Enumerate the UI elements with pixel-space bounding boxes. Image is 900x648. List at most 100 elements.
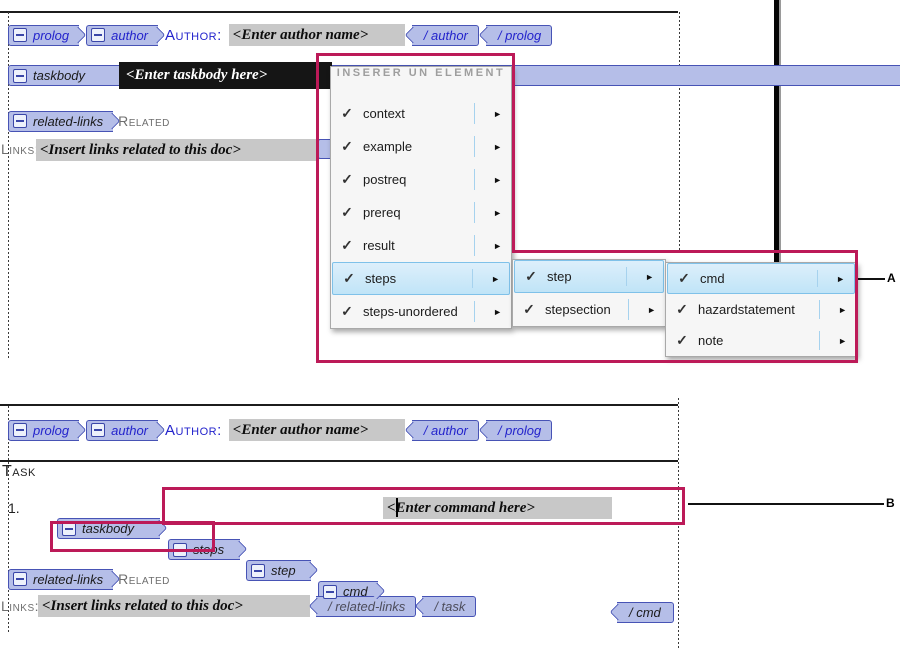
menu-separator bbox=[474, 202, 475, 223]
tag-open-related-links[interactable]: related-links bbox=[8, 110, 114, 132]
check-icon: ✓ bbox=[676, 332, 688, 348]
tag-open-related-links[interactable]: related-links bbox=[8, 568, 114, 590]
check-icon: ✓ bbox=[343, 270, 355, 286]
links-heading: Links: bbox=[1, 141, 40, 157]
submenu-item-stepsection[interactable]: ✓ stepsection ► bbox=[513, 293, 665, 326]
tag-open-step[interactable]: step bbox=[246, 560, 311, 581]
links-placeholder-text[interactable]: <Insert links related to this doc> bbox=[38, 595, 310, 617]
collapse-minus-icon[interactable] bbox=[13, 114, 27, 128]
links-placeholder-text[interactable]: <Insert links related to this doc> bbox=[36, 139, 318, 161]
bottom-author-row: prolog author Author: <Enter author name… bbox=[8, 419, 553, 441]
tag-close-prolog[interactable]: / prolog bbox=[485, 419, 553, 441]
author-field-label: Author: bbox=[165, 26, 222, 44]
submenu-arrow-icon: ► bbox=[493, 174, 502, 185]
check-icon: ✓ bbox=[341, 105, 353, 121]
callout-a-border-right-upper bbox=[512, 53, 515, 253]
related-links-heading: Related bbox=[118, 571, 170, 587]
task-heading: Task bbox=[2, 463, 36, 480]
related-links-heading: Related bbox=[118, 113, 170, 129]
top-related-links-row: related-links Related bbox=[8, 110, 170, 132]
submenu-item-note[interactable]: ✓ note ► bbox=[666, 325, 856, 356]
callout-b-box-row1 bbox=[162, 487, 685, 525]
taskbody-placeholder-selected[interactable]: <Enter taskbody here> bbox=[119, 62, 332, 89]
column-boundary-bar bbox=[774, 0, 779, 262]
column-boundary-bar-shade bbox=[779, 0, 781, 262]
callout-a-border-mid bbox=[512, 250, 858, 253]
top-page-rule bbox=[0, 11, 678, 13]
step-submenu: ✓ cmd ► ✓ hazardstatement ► ✓ note ► bbox=[665, 262, 857, 357]
tag-close-author[interactable]: / author bbox=[411, 24, 479, 46]
callout-a-border-left bbox=[316, 53, 319, 363]
menu-item-prereq[interactable]: ✓ prereq ► bbox=[331, 196, 511, 229]
check-icon: ✓ bbox=[341, 138, 353, 154]
bottom-page-rule-2 bbox=[0, 460, 678, 462]
menu-separator bbox=[817, 270, 818, 287]
tag-close-related-links[interactable]: / related-links bbox=[316, 595, 417, 617]
menu-item-context[interactable]: ✓ context ► bbox=[331, 97, 511, 130]
submenu-arrow-icon: ► bbox=[493, 306, 502, 317]
callout-a-border-top bbox=[316, 53, 515, 56]
collapse-minus-icon[interactable] bbox=[323, 584, 337, 599]
menu-item-result[interactable]: ✓ result ► bbox=[331, 229, 511, 262]
tag-open-prolog[interactable]: prolog bbox=[8, 24, 80, 46]
menu-item-example[interactable]: ✓ example ► bbox=[331, 130, 511, 163]
callout-a-label: A bbox=[887, 271, 896, 285]
author-placeholder-text[interactable]: <Enter author name> bbox=[228, 419, 405, 441]
menu-separator bbox=[626, 267, 627, 286]
tag-close-cmd[interactable]: / cmd bbox=[617, 602, 674, 623]
submenu-arrow-icon: ► bbox=[838, 304, 847, 315]
callout-b-leader-line bbox=[688, 503, 884, 505]
bottom-related-links-row: related-links Related bbox=[8, 568, 170, 590]
callout-b-label: B bbox=[886, 496, 895, 510]
submenu-arrow-icon: ► bbox=[493, 207, 502, 218]
submenu-arrow-icon: ► bbox=[836, 273, 845, 284]
author-placeholder-text[interactable]: <Enter author name> bbox=[228, 24, 405, 46]
collapse-minus-icon[interactable] bbox=[13, 423, 27, 437]
collapse-minus-icon[interactable] bbox=[251, 563, 265, 578]
bottom-page-rule-1 bbox=[0, 404, 678, 406]
menu-separator bbox=[819, 331, 820, 350]
tag-close-prolog[interactable]: / prolog bbox=[485, 24, 553, 46]
submenu-item-cmd-highlighted[interactable]: ✓ cmd ► bbox=[667, 263, 855, 294]
collapse-minus-icon[interactable] bbox=[13, 28, 27, 42]
check-icon: ✓ bbox=[525, 268, 537, 284]
callout-b-box-row2 bbox=[50, 521, 215, 552]
callout-a-leader-line bbox=[858, 278, 885, 280]
tag-close-task[interactable]: / task bbox=[422, 595, 477, 617]
menu-separator bbox=[628, 299, 629, 320]
menu-item-postreq[interactable]: ✓ postreq ► bbox=[331, 163, 511, 196]
tag-open-prolog[interactable]: prolog bbox=[8, 419, 80, 441]
tag-open-author[interactable]: author bbox=[86, 24, 159, 46]
submenu-arrow-icon: ► bbox=[493, 108, 502, 119]
collapse-minus-icon[interactable] bbox=[91, 28, 106, 42]
links-heading: Links: bbox=[1, 598, 40, 614]
collapse-minus-icon[interactable] bbox=[91, 423, 106, 437]
submenu-arrow-icon: ► bbox=[838, 335, 847, 346]
list-number: 1. bbox=[8, 500, 20, 516]
menu-separator bbox=[474, 103, 475, 124]
check-icon: ✓ bbox=[341, 171, 353, 187]
cmd-placeholder-text[interactable]: <Enter command here> bbox=[383, 497, 612, 519]
top-left-text-frame-border bbox=[8, 12, 9, 360]
menu-separator bbox=[472, 269, 473, 288]
callout-a-border-right-lower bbox=[855, 250, 858, 363]
submenu-item-step-highlighted[interactable]: ✓ step ► bbox=[514, 260, 664, 293]
submenu-arrow-icon: ► bbox=[493, 141, 502, 152]
submenu-item-hazardstatement[interactable]: ✓ hazardstatement ► bbox=[666, 294, 856, 325]
check-icon: ✓ bbox=[523, 301, 535, 317]
submenu-arrow-icon: ► bbox=[493, 240, 502, 251]
collapse-minus-icon[interactable] bbox=[13, 572, 27, 586]
tag-close-author[interactable]: / author bbox=[411, 419, 479, 441]
menu-item-steps-unordered[interactable]: ✓ steps-unordered ► bbox=[331, 295, 511, 328]
menu-item-steps-highlighted[interactable]: ✓ steps ► bbox=[332, 262, 510, 295]
check-icon: ✓ bbox=[678, 270, 690, 286]
menu-separator bbox=[474, 136, 475, 157]
tag-open-cmd[interactable]: cmd bbox=[318, 581, 378, 602]
menu-separator bbox=[819, 300, 820, 319]
text-cursor bbox=[396, 498, 398, 517]
check-icon: ✓ bbox=[676, 301, 688, 317]
tag-open-author[interactable]: author bbox=[86, 419, 159, 441]
author-field-label: Author: bbox=[165, 421, 222, 439]
collapse-minus-icon[interactable] bbox=[13, 68, 27, 83]
